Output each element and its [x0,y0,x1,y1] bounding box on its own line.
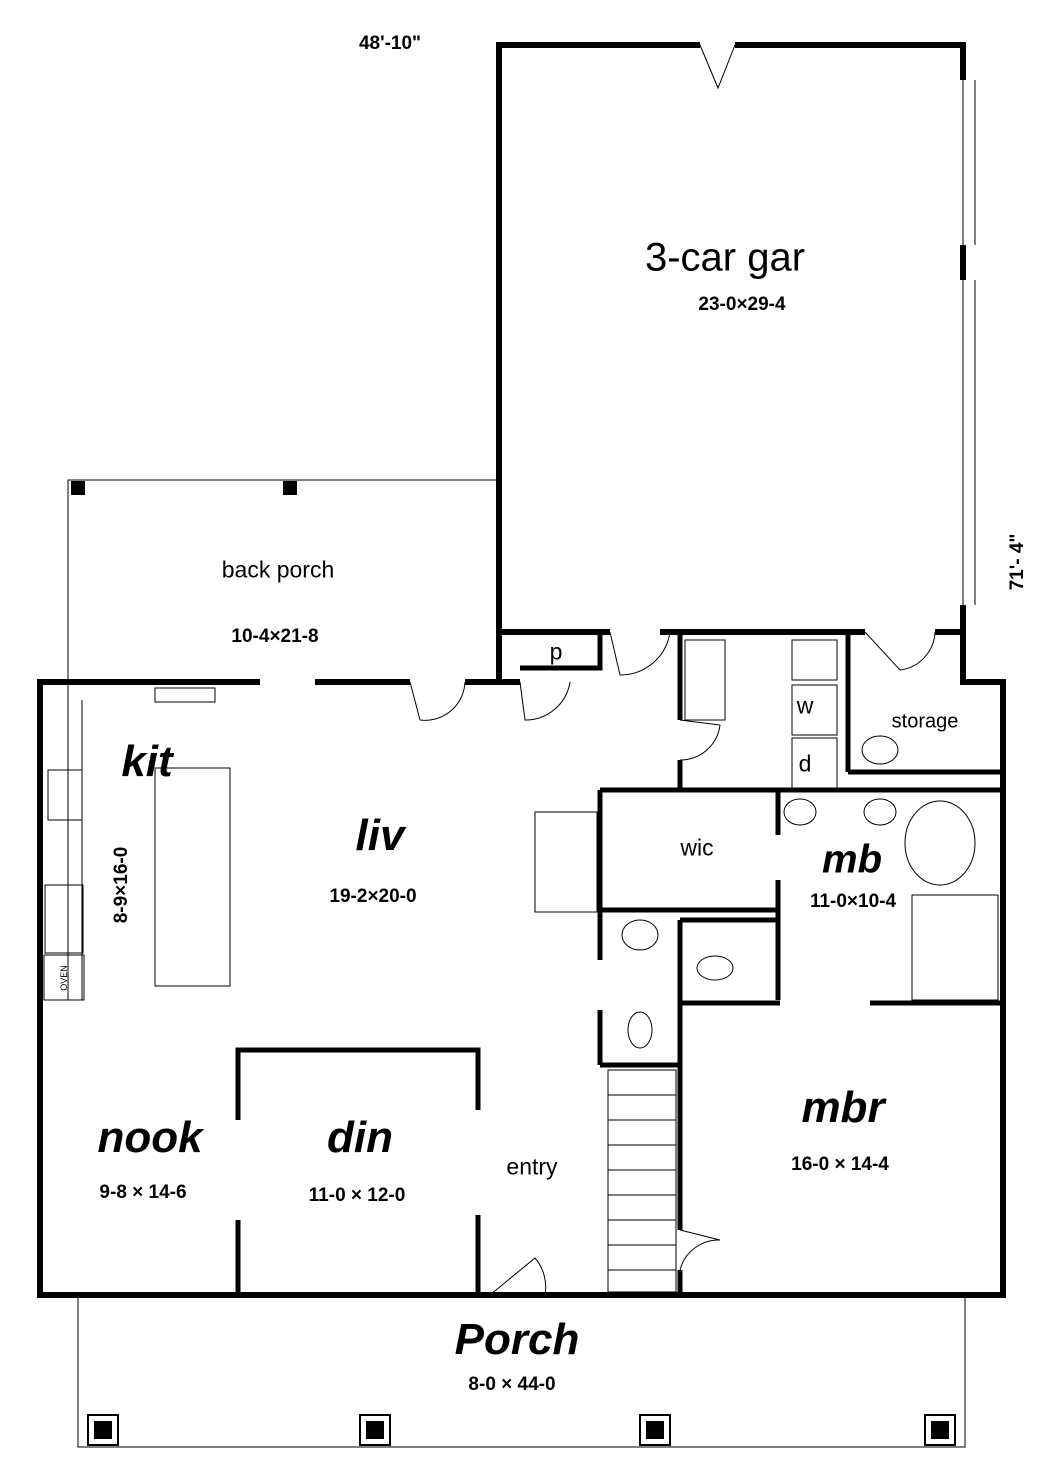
living-label: liv [355,811,405,860]
fixtures [43,639,999,1293]
porch-outlines [67,80,976,1448]
sink-right [863,798,897,826]
entry-label: entry [506,1153,558,1180]
bench [684,639,726,721]
oven-label: OVEN [59,965,69,991]
pantry-label: p [549,638,563,665]
interior-walls [235,632,1003,1295]
sink-left [783,798,817,826]
kitchen-island [154,767,231,987]
porch-columns [87,1414,956,1446]
dryer-label: d [798,750,812,777]
kitchen-label: kit [121,737,173,786]
wic-label: wic [680,834,714,861]
porch-size: 8-0 × 44-0 [468,1374,556,1395]
cooktop [44,884,84,954]
doors [409,44,936,1296]
overall-depth-label: 71'- 4" [1007,533,1028,591]
powder-sink [621,919,659,951]
back-porch-size: 10-4×21-8 [231,626,319,647]
washer-label: w [796,692,814,719]
fridge [154,687,216,703]
living-size: 19-2×20-0 [329,886,417,907]
tub [904,800,976,886]
dining-label: din [327,1113,393,1162]
laundry-sink [791,639,838,681]
water-heater [861,735,899,765]
toilet [696,955,734,981]
toilet-2 [627,1011,653,1049]
fireplace [534,811,598,913]
stairs [607,1069,677,1293]
nook-size: 9-8 × 14-6 [99,1182,187,1203]
back-porch-label: back porch [221,556,335,583]
master-bedroom-label: mbr [801,1083,885,1132]
dining-size: 11-0 × 12-0 [308,1185,406,1206]
posts [71,481,297,495]
master-bath-label: mb [822,837,882,882]
oven [43,954,85,1001]
porch-label: Porch [454,1315,580,1364]
master-bath-size: 11-0×10-4 [809,891,897,912]
master-bedroom-size: 16-0 × 14-4 [791,1154,889,1175]
kitchen-size: 8-9×16-0 [111,846,132,924]
garage-size: 23-0×29-4 [698,294,786,315]
shower [911,894,999,1001]
overall-width-label: 48'-10" [358,33,422,54]
garage-label: 3-car gar [644,235,806,280]
storage-label: storage [891,710,959,733]
kitchen-sink [47,769,83,821]
nook-label: nook [97,1113,203,1162]
exterior-walls [37,42,1006,1298]
